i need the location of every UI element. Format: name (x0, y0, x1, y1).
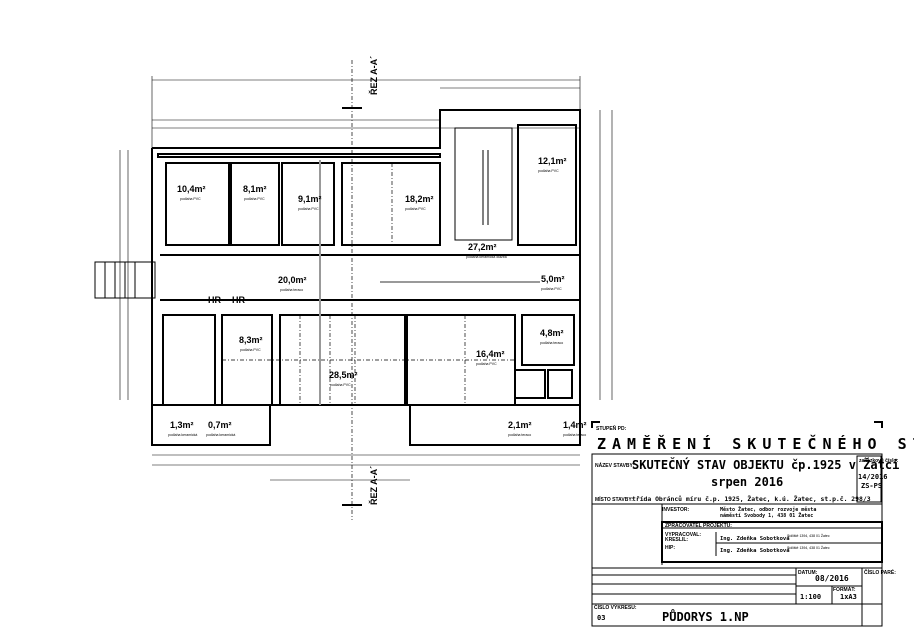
hip-address: Sídliště 1394, 438 01 Žatec (787, 545, 830, 550)
order-label: zakázkové číslo: (859, 458, 899, 464)
room-note: podlaha PVC (298, 207, 319, 211)
drawing-title: PŮDORYS 1.NP (662, 609, 749, 624)
location: třída Obránců míru č.p. 1925, Žatec, k.ú… (632, 494, 871, 503)
stage-label: STUPEŇ PD: (596, 424, 627, 432)
room-area: 20,0m² (278, 275, 307, 285)
room-note: podlaha keramická (206, 433, 235, 437)
title-block: STUPEŇ PD: ZAMĚŘENÍ SKUTEČNÉHO STAVU NÁZ… (591, 421, 914, 627)
investor-line1: Město Žatec, odbor rozvoje města (720, 505, 816, 513)
scale-value: 1:100 (800, 593, 821, 601)
drafted-label: VYPRACOVAL: (665, 532, 701, 538)
room-area: 18,2m² (405, 194, 434, 204)
room-note: podlaha PVC (405, 207, 426, 211)
room-area: 12,1m² (538, 156, 567, 166)
room-note: podlaha teraco (280, 288, 303, 292)
hydrant-label: HR (232, 295, 245, 305)
hip-label: HIP: (665, 545, 675, 551)
drawing-number-label: ČÍSLO VÝKRESU: (594, 603, 637, 611)
room-area: 28,5m² (329, 370, 358, 380)
room-area: 5,0m² (541, 274, 565, 284)
room-note: podlaha PVC (330, 383, 351, 387)
date-value: 08/2016 (815, 574, 849, 583)
date-label: DATUM: (798, 570, 818, 576)
room-note: podlaha PVC (476, 362, 497, 366)
room-note: podlaha teraco (508, 433, 531, 437)
room-area: 1,4m² (563, 420, 587, 430)
room-note: podlaha PVC (240, 348, 261, 352)
room-note: podlaha PVC (180, 197, 201, 201)
room-area: 1,3m² (170, 420, 194, 430)
room-area: 8,1m² (243, 184, 267, 194)
stage-title: ZAMĚŘENÍ SKUTEČNÉHO STAVU (597, 434, 914, 453)
room-area: 9,1m² (298, 194, 322, 204)
top-rooms (165, 124, 577, 246)
room-note: podlaha PVC (541, 287, 562, 291)
section-label-bottom: ŘEZ A-A´ (368, 466, 379, 505)
checked-label: KRESLIL: (665, 537, 688, 543)
drafted-address: Sídliště 1394, 438 01 Žatec (787, 533, 830, 538)
hip-person: Ing. Zdeňka Sobotková (720, 547, 790, 554)
building-label: NÁZEV STAVBY: (595, 462, 635, 469)
room-area: 16,4m² (476, 349, 505, 359)
room-area: 10,4m² (177, 184, 206, 194)
room-area: 0,7m² (208, 420, 232, 430)
section-label-top: ŘEZ A-A´ (368, 56, 379, 95)
designer-label: ZPRACOVATEL PROJEKTU: (665, 523, 732, 529)
date-line: srpen 2016 (711, 475, 783, 489)
format-value: 1xA3 (840, 593, 857, 601)
order-code: ZS-PS (861, 482, 882, 490)
room-area: 4,8m² (540, 328, 564, 338)
order-number: 14/2016 (858, 473, 888, 481)
room-note: podlaha PVC (538, 169, 559, 173)
room-note: podlaha teraco (563, 433, 586, 437)
room-note: podlaha teraco (540, 341, 563, 345)
building-name: SKUTEČNÝ STAV OBJEKTU čp.1925 v Žatci (632, 457, 899, 472)
format-label: FORMÁT: (833, 586, 856, 593)
room-labels: 10,4m² podlaha PVC 8,1m² podlaha PVC 9,1… (168, 156, 587, 437)
dimension-lines (119, 76, 613, 481)
room-area: 2,1m² (508, 420, 532, 430)
room-note: podlaha keramická (168, 433, 197, 437)
entrance-stairs (94, 261, 156, 299)
room-note: podlaha PVC (244, 197, 265, 201)
bottom-rooms (162, 314, 575, 406)
room-area: 27,2m² (468, 242, 497, 252)
hydrant-label: HR (208, 295, 221, 305)
drawing-number: 03 (597, 614, 605, 622)
room-area: 8,3m² (239, 335, 263, 345)
part-label: ČÍSLO PARÉ: (864, 568, 896, 576)
location-label: MÍSTO STAVBY: (595, 495, 633, 503)
room-note: podlaha keramická dlažba (466, 255, 507, 259)
staircase (482, 150, 489, 225)
investor-line2: náměstí Svobody 1, 438 01 Žatec (720, 511, 813, 519)
drafted-person: Ing. Zdeňka Sobotková (720, 535, 790, 542)
investor-label: INVESTOR: (662, 507, 689, 513)
